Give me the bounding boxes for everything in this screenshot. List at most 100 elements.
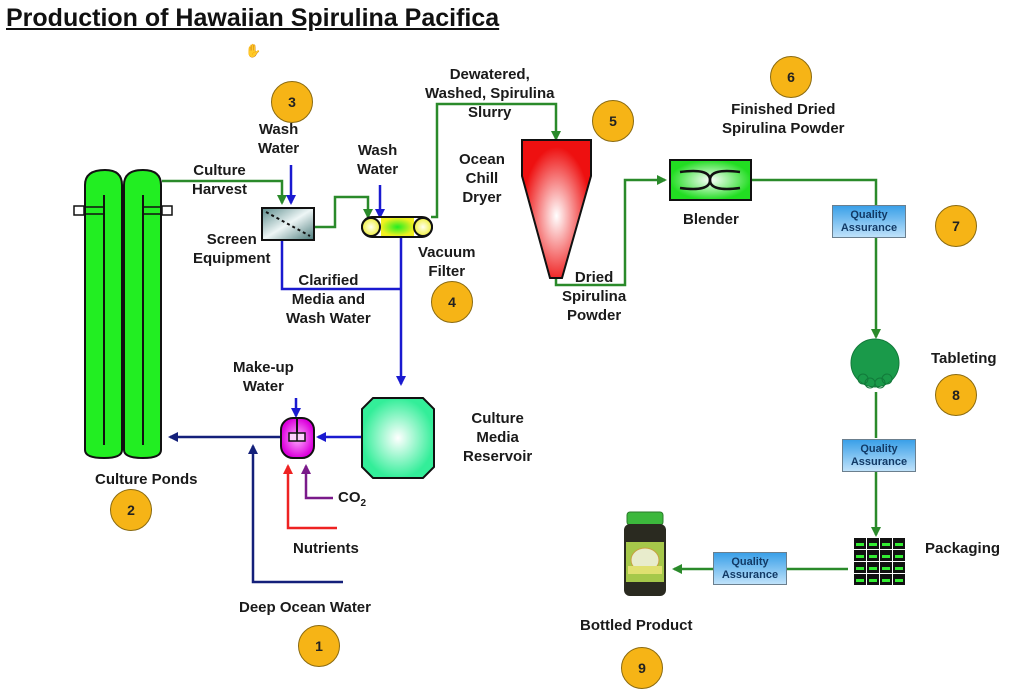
package-cell-fill	[869, 543, 877, 546]
label-line: Spirulina Powder	[722, 120, 845, 137]
package-cell-fill	[856, 579, 864, 582]
makeup-water-label: Make-up Water	[233, 358, 294, 396]
step-badge-7: 7	[935, 205, 977, 247]
step-badge-6: 6	[770, 56, 812, 98]
hand-cursor-icon: ✋	[245, 43, 262, 58]
label-line: Slurry	[468, 104, 512, 121]
package-cell-fill	[895, 579, 903, 582]
label-line: Dewatered,	[449, 66, 530, 83]
tableting-icon	[850, 338, 900, 389]
ocean-chill-dryer-label: Ocean Chill Dryer	[459, 150, 505, 207]
step-badge-1: 1	[298, 625, 340, 667]
package-cell-fill	[882, 543, 890, 546]
clarified-media-label: Clarified Media and Wash Water	[286, 271, 371, 328]
label-line: Powder	[567, 307, 622, 324]
label-line: Filter	[428, 263, 466, 280]
co2-subscript: 2	[360, 498, 367, 509]
package-cell-fill	[895, 555, 903, 558]
green-flow-lines	[162, 102, 881, 574]
package-cell-fill	[856, 543, 864, 546]
qa-line-1: Quality	[731, 555, 769, 568]
step-badge-4: 4	[431, 281, 473, 323]
wash-water-label-2: Wash Water	[357, 141, 398, 179]
label-line: Screen	[206, 231, 257, 248]
navy-flow-lines	[168, 432, 343, 584]
ocean-chill-dryer-icon	[521, 139, 592, 279]
label-line: Chill	[465, 170, 499, 187]
label-line: Water	[357, 161, 399, 178]
step-badge-2: 2	[110, 489, 152, 531]
quality-assurance-box-3: Quality Assurance	[713, 552, 787, 585]
label-line: Harvest	[192, 181, 248, 198]
co2-label: CO2	[338, 488, 366, 513]
culture-media-reservoir-icon	[361, 397, 435, 479]
slurry-label: Dewatered, Washed, Spirulina Slurry	[425, 65, 554, 122]
step-badge-5: 5	[592, 100, 634, 142]
co2-text: CO	[338, 489, 361, 506]
vacuum-filter-label: Vacuum Filter	[418, 243, 476, 281]
step-badge-3: 3	[271, 81, 313, 123]
bottled-product-image	[624, 511, 666, 596]
co2-flow-line	[301, 464, 333, 500]
quality-assurance-box-2: Quality Assurance	[842, 439, 916, 472]
packaging-icon	[854, 538, 905, 585]
culture-harvest-label: Culture Harvest	[192, 161, 247, 199]
qa-line-2: Assurance	[721, 568, 779, 581]
package-cell-fill	[856, 567, 864, 570]
package-cell-fill	[895, 567, 903, 570]
wash-water-label-1: Wash Water	[258, 120, 299, 158]
bottled-product-label: Bottled Product	[580, 617, 693, 634]
nutrients-flow-line	[283, 464, 337, 530]
qa-line-2: Assurance	[840, 221, 898, 234]
mixing-tank-icon	[280, 417, 315, 459]
tableting-label: Tableting	[931, 350, 997, 367]
package-cell-fill	[869, 555, 877, 558]
label-line: Ocean	[459, 151, 505, 168]
label-line: Spirulina	[562, 288, 627, 305]
label-line: Wash	[357, 142, 398, 159]
label-line: Wash Water	[286, 310, 371, 327]
label-line: Water	[242, 378, 284, 395]
label-line: Culture	[193, 162, 246, 179]
blue-flow-lines	[280, 165, 406, 442]
label-line: Vacuum	[418, 244, 476, 261]
step-badge-8: 8	[935, 374, 977, 416]
label-line: Dryer	[462, 189, 502, 206]
label-line: Media and	[291, 291, 366, 308]
culture-media-reservoir-label: Culture Media Reservoir	[463, 409, 532, 466]
label-line: Washed, Spirulina	[425, 85, 555, 102]
package-cell-fill	[882, 579, 890, 582]
label-line: Reservoir	[463, 448, 533, 465]
blender-icon	[669, 159, 752, 201]
label-line: Equipment	[193, 250, 271, 267]
label-line: Culture	[471, 410, 524, 427]
vacuum-filter-icon	[361, 216, 433, 238]
package-cell-fill	[869, 567, 877, 570]
qa-line-2: Assurance	[850, 455, 908, 468]
label-line: Make-up	[233, 359, 294, 376]
label-line: Dried	[574, 269, 614, 286]
screen-equipment-label: Screen Equipment	[193, 230, 271, 268]
nutrients-label: Nutrients	[293, 540, 359, 557]
qa-line-1: Quality	[850, 208, 888, 221]
step-badge-9: 9	[621, 647, 663, 689]
label-line: Clarified	[298, 272, 359, 289]
label-line: Water	[258, 140, 300, 157]
package-cell-fill	[882, 567, 890, 570]
package-cell-fill	[882, 555, 890, 558]
page-title: Production of Hawaiian Spirulina Pacific…	[6, 4, 500, 32]
culture-ponds-icon	[73, 168, 173, 460]
label-line: Wash	[258, 121, 299, 138]
finished-powder-label: Finished Dried Spirulina Powder	[722, 100, 845, 138]
package-cell-fill	[869, 579, 877, 582]
culture-ponds-label: Culture Ponds	[95, 471, 198, 488]
packaging-label: Packaging	[925, 540, 1001, 557]
package-cell-fill	[895, 543, 903, 546]
blender-label: Blender	[683, 211, 739, 228]
package-cell-fill	[856, 555, 864, 558]
dried-spirulina-powder-label: Dried Spirulina Powder	[562, 268, 626, 325]
quality-assurance-box-1: Quality Assurance	[832, 205, 906, 238]
deep-ocean-water-label: Deep Ocean Water	[239, 599, 371, 616]
qa-line-1: Quality	[860, 442, 898, 455]
